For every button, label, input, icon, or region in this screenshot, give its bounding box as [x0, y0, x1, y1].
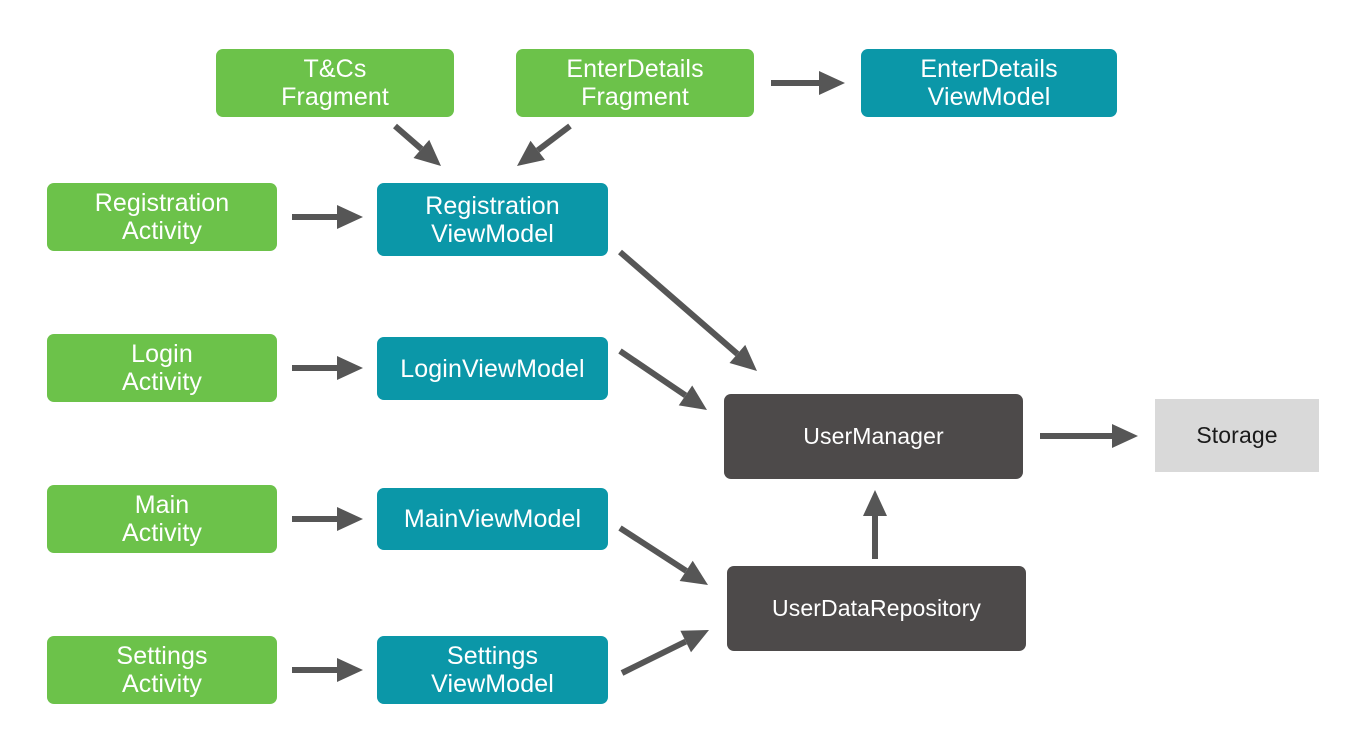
arrow-user-manager-to-storage [1040, 424, 1138, 448]
node-registration-viewmodel: Registration ViewModel [377, 183, 608, 256]
arrow-registration-activity-to-viewmodel [292, 205, 363, 229]
node-registration-activity: Registration Activity [47, 183, 277, 251]
node-main-viewmodel: MainViewModel [377, 488, 608, 550]
node-main-activity: Main Activity [47, 485, 277, 553]
node-storage: Storage [1155, 399, 1319, 472]
arrow-settings-activity-to-viewmodel [292, 658, 363, 682]
node-enterdetails-fragment: EnterDetails Fragment [516, 49, 754, 117]
node-tcs-fragment: T&Cs Fragment [216, 49, 454, 117]
arrow-main-activity-to-viewmodel [292, 507, 363, 531]
node-settings-activity: Settings Activity [47, 636, 277, 704]
node-login-viewmodel: LoginViewModel [377, 337, 608, 400]
arrow-registration-vm-to-user-manager [618, 249, 757, 371]
node-user-manager: UserManager [724, 394, 1023, 479]
arrow-enterdetails-fragment-to-reg-vm [517, 123, 572, 166]
node-enterdetails-viewmodel: EnterDetails ViewModel [861, 49, 1117, 117]
node-login-activity: Login Activity [47, 334, 277, 402]
arrow-user-data-repo-to-user-manager [863, 490, 887, 559]
arrow-settings-vm-to-user-data-repo [620, 630, 709, 676]
arrow-enterdetails-fragment-to-viewmodel [771, 71, 845, 95]
arrow-login-activity-to-viewmodel [292, 356, 363, 380]
arrow-main-vm-to-user-data-repository [618, 525, 708, 585]
arrow-login-vm-to-user-manager [618, 348, 707, 410]
node-settings-viewmodel: Settings ViewModel [377, 636, 608, 704]
node-user-data-repository: UserDataRepository [727, 566, 1026, 651]
arrow-tcs-fragment-to-registration-vm [393, 123, 441, 166]
